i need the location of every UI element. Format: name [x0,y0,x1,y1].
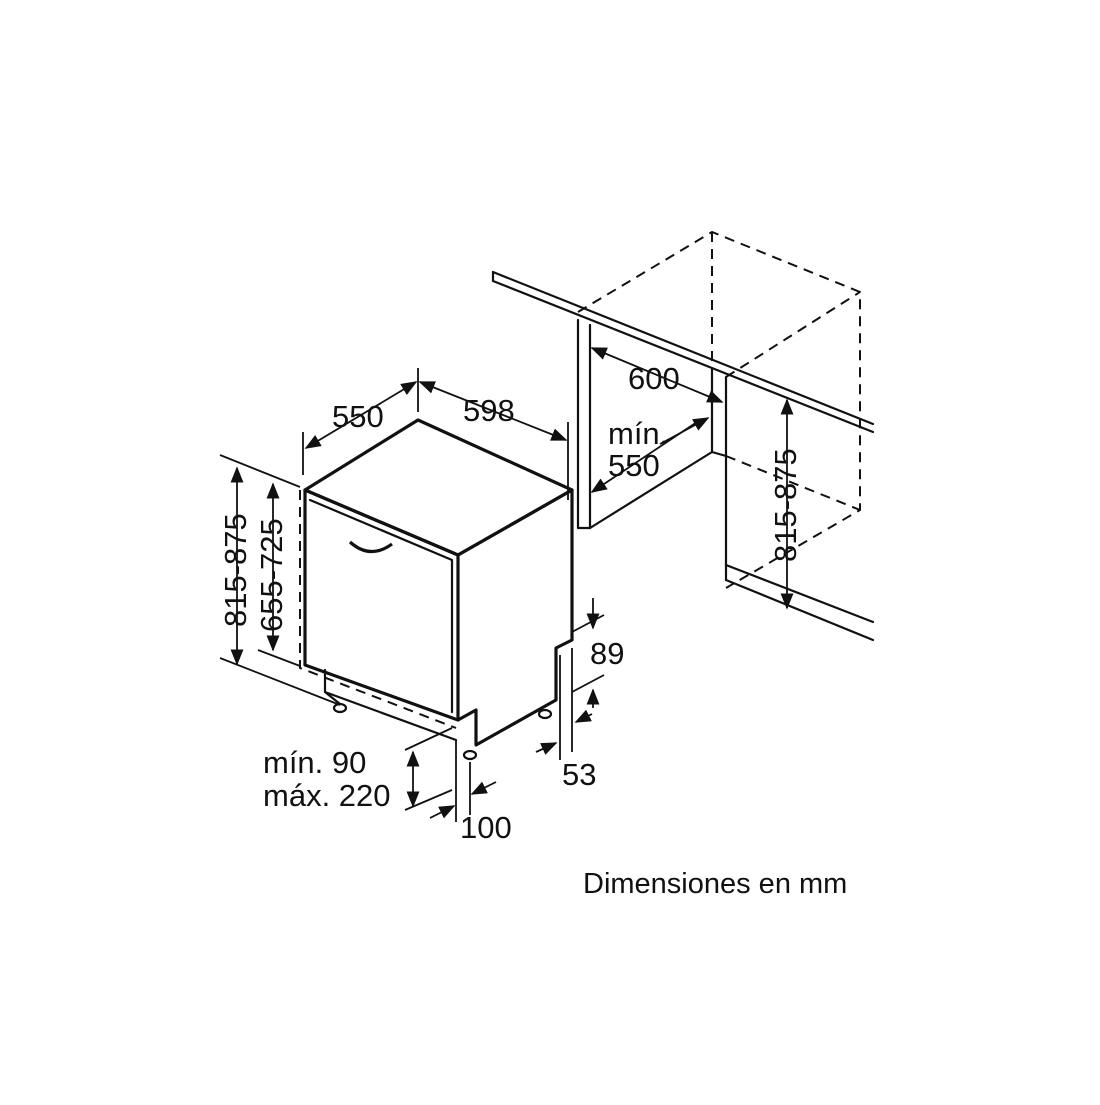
door-dashed-outline [299,490,457,729]
label-plinth-min: mín. 90 [263,745,366,780]
dishwasher [299,418,574,761]
countertop-line [491,270,875,434]
dim-100-arrow-left [429,805,456,819]
dishwasher-side [457,488,574,747]
niche-right-base-top [724,563,875,624]
ext-89-top [571,614,605,633]
niche-left-panel [576,318,592,530]
label-depth: 550 [332,399,384,434]
label-plinth-53: 53 [562,757,596,792]
dashed-top-diag [725,291,861,378]
foot-back-right [537,708,553,720]
dim-53-arrow-right [574,709,593,723]
label-niche-width: 600 [628,361,680,396]
niche-right-base-bottom [724,578,875,642]
label-plinth-max: máx. 220 [263,778,391,813]
ext-plinth-bottom [404,789,453,811]
dishwasher-top [303,418,574,557]
label-foot-offset: 100 [460,810,512,845]
label-niche-depth-prefix: mín. [608,416,668,451]
cabinet-niche [491,230,875,642]
countertop-top-line [491,270,875,426]
label-niche-depth-value: 550 [608,448,660,483]
ext-plinth-top [404,727,453,751]
niche-floor-back [588,450,714,530]
ext-89-bottom [571,674,605,693]
label-plinth-89: 89 [590,636,624,671]
caption: Dimensiones en mm [583,868,847,900]
plinth-edge [323,690,342,706]
dimension-lines [219,347,794,822]
door-inner-frame [308,498,454,714]
dim-niche-depth-arrow [659,417,710,445]
label-width: 598 [463,393,515,428]
foot-front-right [462,749,478,761]
label-niche-height: 815-875 [768,448,803,562]
foot-front-left [332,702,348,714]
ext-height-bottom [219,657,341,706]
door-handle [348,540,393,554]
dim-width [418,381,568,441]
ext-height-top [219,454,301,488]
ext-door-bottom [257,649,301,667]
dim-depth [304,381,418,449]
dim-100-arrow-right [470,781,497,795]
dim-niche-width [590,347,724,403]
label-appliance-height: 815-875 [218,513,253,627]
dimension-labels: 550 598 600 mín. 550 815-875 815-875 655… [218,361,847,900]
dishwasher-door [303,488,460,722]
label-door-height: 655-725 [254,518,289,632]
dim-53-arrow-left [535,742,558,755]
niche-right-panel [710,368,728,458]
